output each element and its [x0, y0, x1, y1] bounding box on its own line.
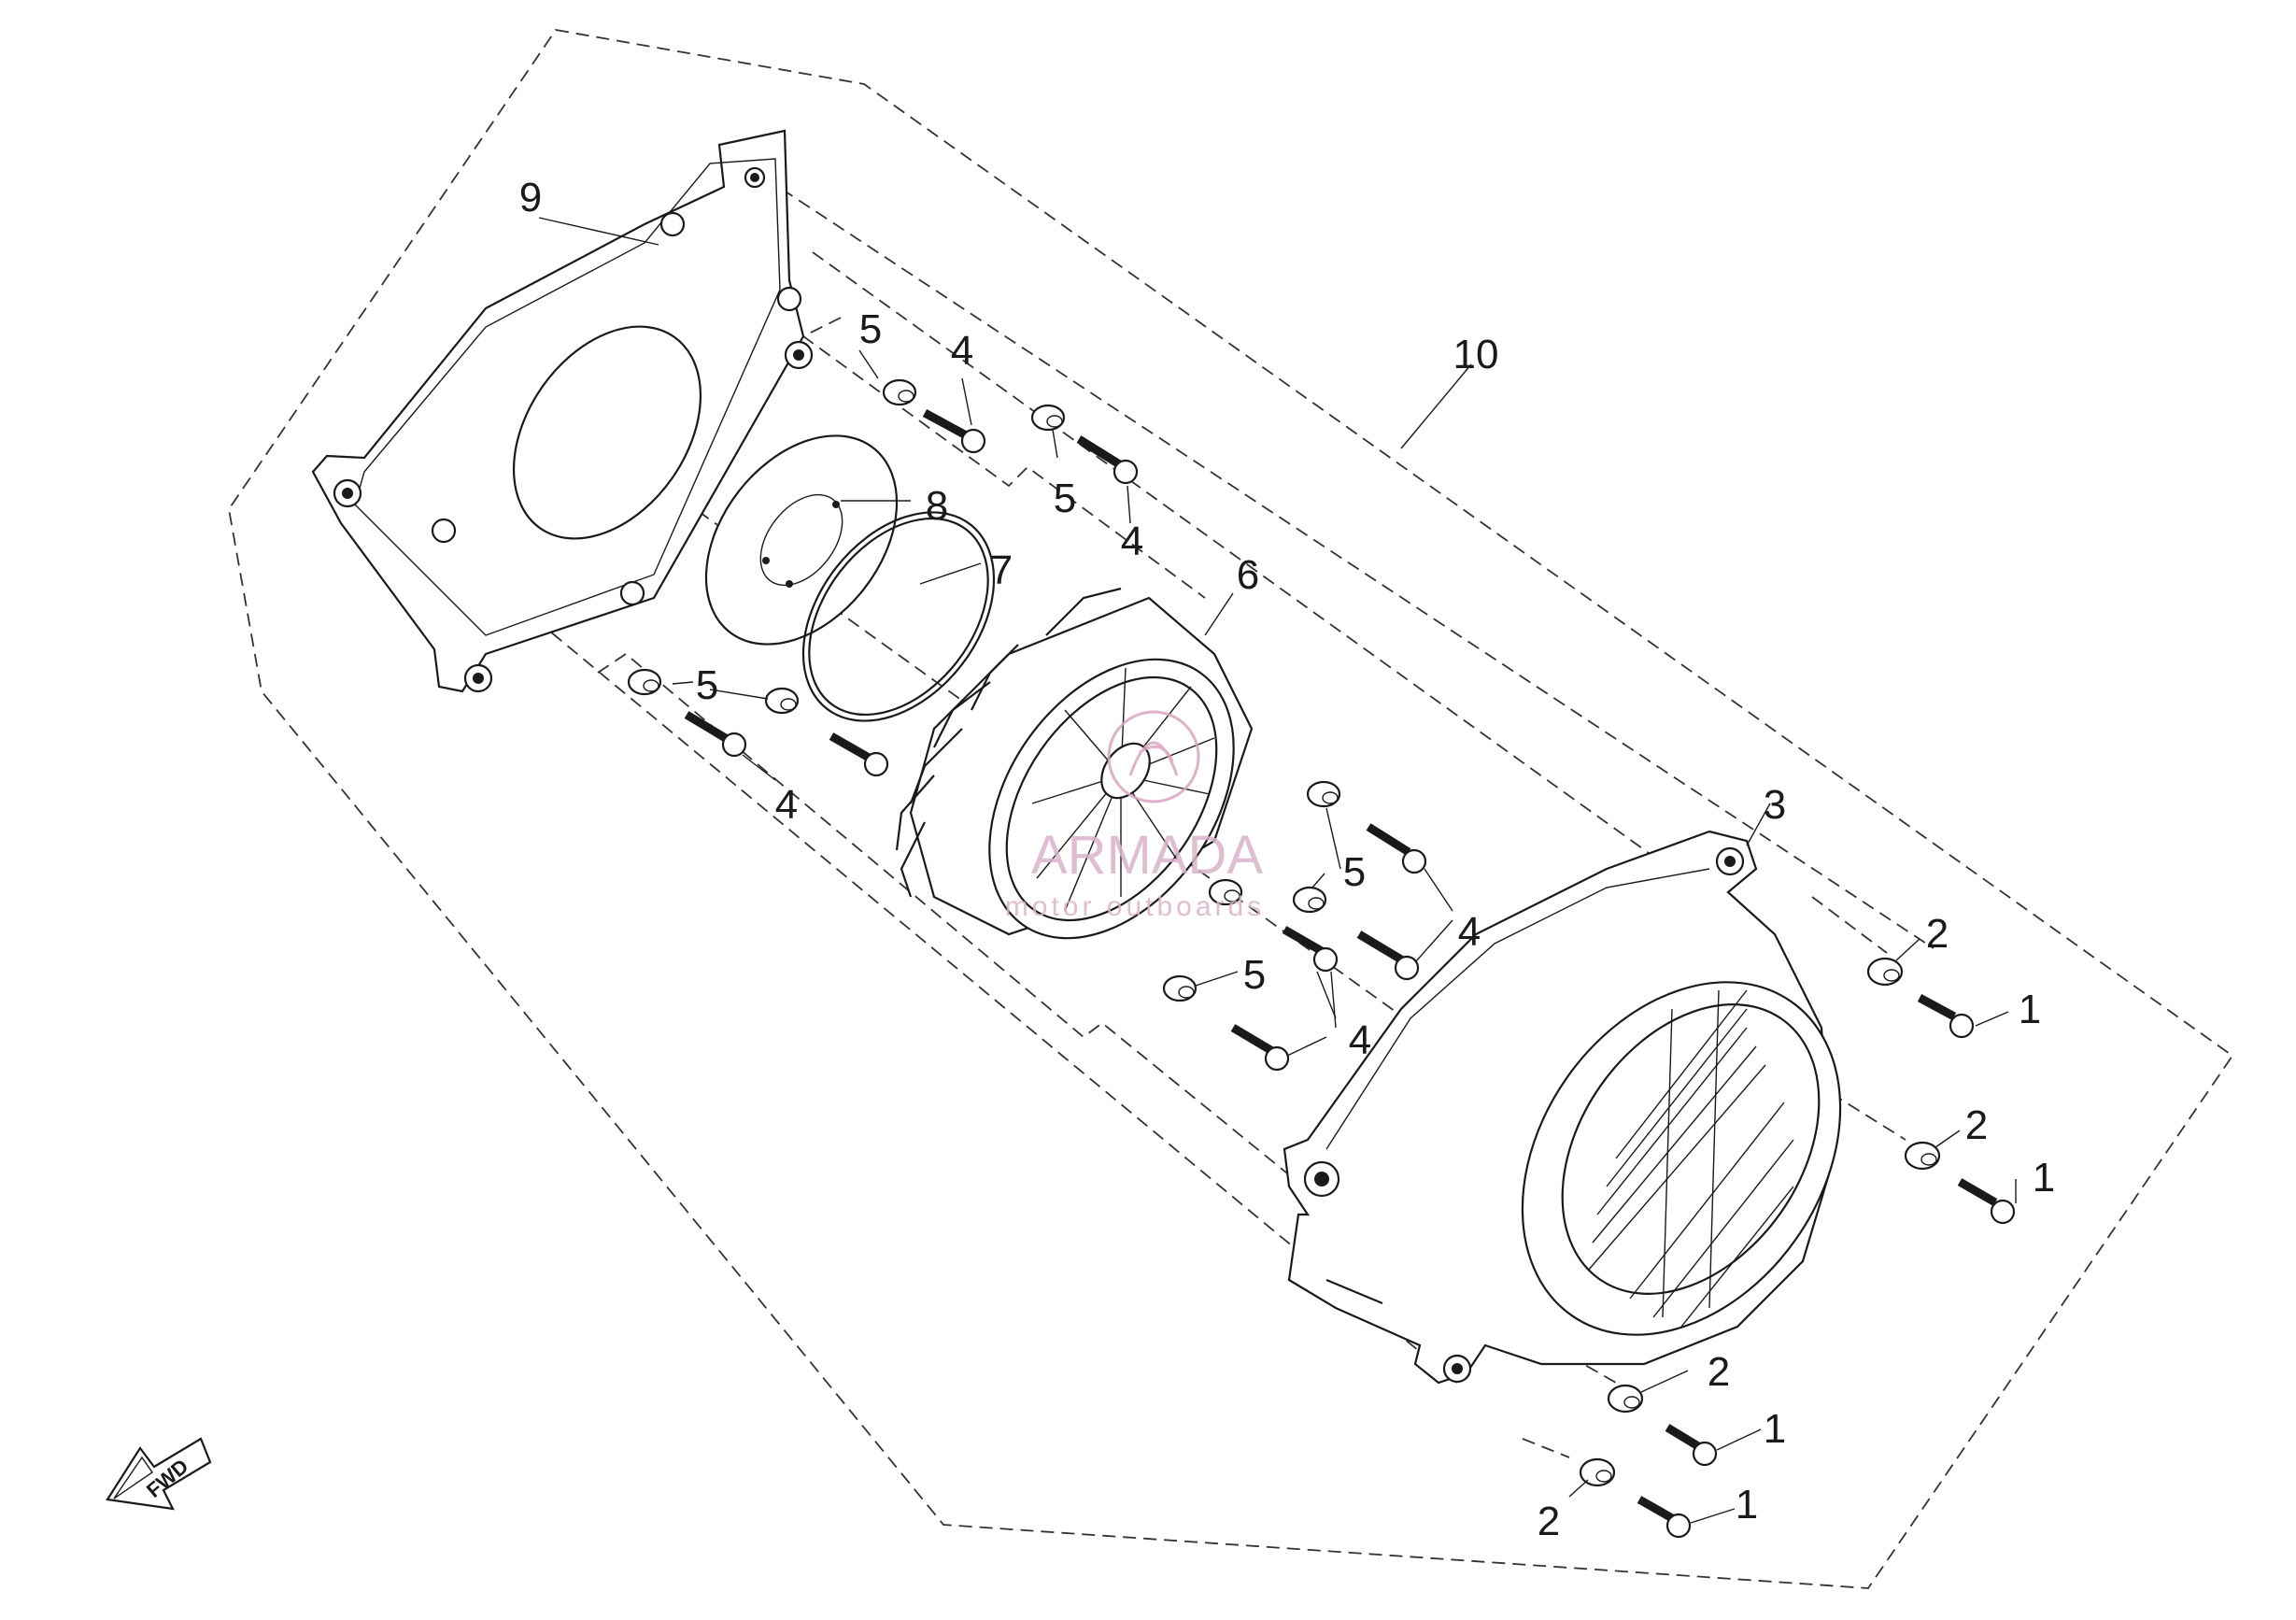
bolt-4-lower-b: [829, 732, 889, 777]
callout-10: 10: [1453, 332, 1499, 377]
callouts: 9 10 5 4 5 4 8 7 6 5 4 5 4 5 4 3 2 1 2 1…: [519, 175, 2055, 1544]
callout-3: 3: [1764, 782, 1786, 828]
watermark-logo-icon: [1107, 710, 1200, 803]
callout-1-a: 1: [2019, 987, 2041, 1032]
callout-5-lower: 5: [696, 662, 718, 708]
callout-9: 9: [519, 175, 542, 220]
callout-5-right-b: 5: [1243, 952, 1266, 998]
callout-2-a: 2: [1926, 911, 1949, 957]
callout-2-c: 2: [1708, 1349, 1730, 1395]
callout-2-d: 2: [1538, 1499, 1560, 1544]
spacer-5-upper-b: [1030, 404, 1066, 432]
spacer-5-lower-a: [627, 668, 662, 696]
spacers: [627, 378, 1941, 1487]
callout-4-right-b: 4: [1349, 1017, 1371, 1063]
assembly-boundary-outline: [228, 29, 2234, 1589]
callout-1-c: 1: [1764, 1406, 1786, 1452]
spacer-5-right-d: [1162, 974, 1198, 1002]
plate-gasket-part: [704, 434, 899, 646]
callout-2-b: 2: [1965, 1102, 1988, 1148]
bolt-1-c: [1665, 1424, 1718, 1467]
watermark-tagline: motor outboards: [1005, 891, 1265, 922]
callout-4-lower: 4: [775, 782, 798, 828]
o-ring-part: [801, 511, 996, 722]
spacer-2-a: [1866, 957, 1904, 987]
callout-1-d: 1: [1736, 1482, 1758, 1528]
spacer-5-right-a: [1306, 780, 1341, 808]
bolt-4-right-c: [1282, 926, 1339, 973]
bolt-4-upper-b: [1076, 435, 1139, 485]
bolt-4-lower-a: [684, 711, 747, 758]
callout-4-upper-a: 4: [951, 328, 973, 374]
cooling-fan-part: [895, 587, 1254, 940]
bolt-1-d: [1637, 1496, 1692, 1539]
spacer-5-right-c: [1208, 878, 1243, 906]
arrow-left-icon: [106, 1437, 212, 1511]
callout-5-right-a: 5: [1343, 849, 1366, 895]
bolt-1-a: [1917, 994, 1975, 1039]
spacer-5-lower-b: [764, 687, 800, 715]
bolt-4-right-d: [1230, 1024, 1290, 1072]
bolt-4-right-a: [1366, 823, 1427, 874]
callout-5-upper-b: 5: [1054, 476, 1076, 521]
bolt-1-b: [1957, 1178, 2016, 1225]
spacer-2-b: [1904, 1141, 1941, 1171]
callout-5-upper-a: 5: [859, 306, 882, 352]
watermark: ARMADA motor outboards: [1005, 710, 1265, 922]
spacer-2-d: [1579, 1457, 1616, 1487]
callout-8: 8: [926, 483, 948, 529]
spacer-2-c: [1607, 1384, 1644, 1414]
leader-lines: [538, 217, 2017, 1524]
spacer-5-upper-a: [882, 378, 917, 406]
spacer-5-right-b: [1292, 886, 1327, 914]
bolt-4-upper-a: [922, 409, 986, 454]
watermark-brand: ARMADA: [1031, 825, 1263, 886]
cover-plate-part: [311, 129, 814, 693]
bolt-4-right-b: [1356, 931, 1420, 981]
direction-marker: FWD: [106, 1437, 212, 1511]
fan-shroud-part: [1283, 830, 1842, 1385]
callout-4-upper-b: 4: [1121, 519, 1143, 564]
callout-7: 7: [990, 547, 1013, 593]
callout-1-b: 1: [2033, 1155, 2055, 1201]
callout-4-right-a: 4: [1458, 909, 1481, 955]
bolts: [684, 409, 2016, 1539]
callout-6: 6: [1237, 552, 1259, 598]
